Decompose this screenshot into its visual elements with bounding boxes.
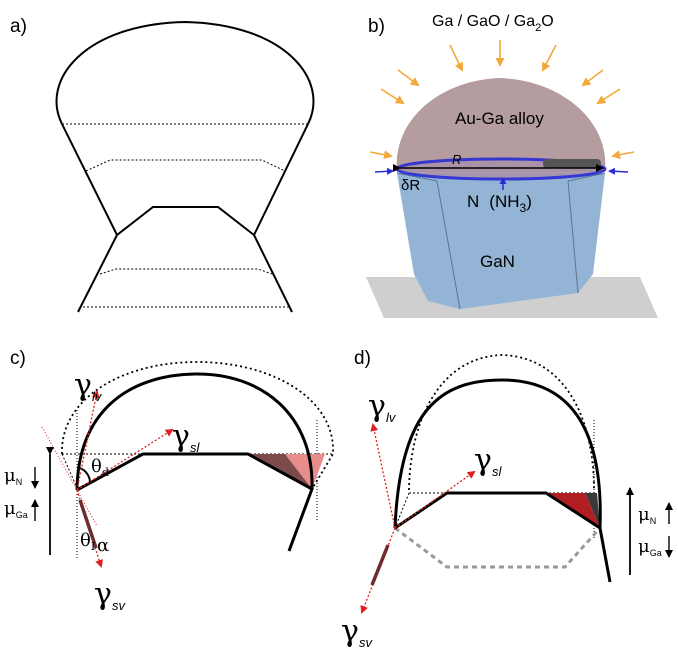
gamma-sv-label-d: γsv	[341, 614, 373, 650]
panel-c-wire	[76, 452, 314, 552]
panel-a-dotted-levels	[62, 123, 308, 308]
panel-a: a)	[10, 16, 315, 313]
panel-d-initial-droplet	[408, 354, 595, 491]
gamma-lv-label-d: γlv	[368, 389, 397, 425]
panel-c: c) γlv γsl γsv θd θI α μN μGa	[4, 348, 334, 613]
panel-d-label: d)	[354, 348, 371, 369]
gamma-sv-label-c: γsv	[94, 577, 126, 613]
mu-ga-label-d: μGa	[638, 536, 662, 558]
panel-c-initial-droplet	[61, 361, 334, 490]
panel-a-droplet-outline	[55, 20, 315, 125]
panel-d-droplet	[393, 378, 602, 529]
panel-d: d) γlv γsl γsv μN μGa	[341, 348, 673, 650]
alloy-label: Au-Ga alloy	[455, 109, 544, 128]
au-ga-droplet	[396, 78, 606, 172]
gamma-sl-label-d: γsl	[474, 443, 502, 479]
panel-c-wedge-light	[285, 454, 325, 489]
gamma-sl-arrow-c	[76, 428, 174, 491]
panel-c-dotted-left	[61, 453, 79, 491]
nitrogen-label: N(NH3)	[467, 192, 532, 215]
mu-n-label-d: μN	[638, 504, 656, 526]
panel-a-label: a)	[10, 16, 27, 37]
panel-b-label: b)	[368, 16, 385, 37]
panel-c-droplet	[75, 372, 314, 491]
gan-label: GaN	[480, 252, 515, 271]
radius-label: R	[452, 152, 461, 167]
wire-sidewall-d	[370, 544, 390, 586]
gan-crystal	[396, 172, 606, 310]
panel-c-label: c)	[10, 348, 26, 369]
delta-r-label: δR	[401, 177, 420, 194]
mu-ga-label-c: μGa	[4, 498, 28, 520]
gamma-lv-label-c: γlv	[74, 368, 103, 404]
tangent-line-c	[41, 426, 98, 527]
theta-i-label: θI	[80, 530, 95, 553]
mu-n-label-c: μN	[4, 465, 22, 487]
theta-d-label: θd	[91, 456, 109, 479]
gamma-lv-arrow-d	[370, 423, 396, 529]
precursor-label: Ga / GaO / Ga2O	[432, 13, 554, 34]
alpha-label: α	[97, 535, 109, 556]
gamma-sl-arrow-d	[394, 470, 476, 529]
delta-r-arrow-right	[608, 167, 629, 175]
panel-b: b) Ga / GaO / Ga2O R δR Au-Ga alloy N(NH…	[366, 13, 658, 318]
panel-a-wire-outline	[61, 123, 309, 313]
delta-r-arrow-left	[374, 167, 394, 175]
panel-d-wire	[394, 491, 612, 583]
panel-d-facet-dashed	[394, 526, 602, 569]
gamma-lv-arrow-c	[76, 390, 100, 491]
precursor-flux-arrows	[369, 40, 635, 160]
wire-sidewall-c	[78, 499, 98, 549]
solid-inclusion	[543, 159, 601, 168]
gamma-sl-label-c: γsl	[172, 419, 200, 455]
